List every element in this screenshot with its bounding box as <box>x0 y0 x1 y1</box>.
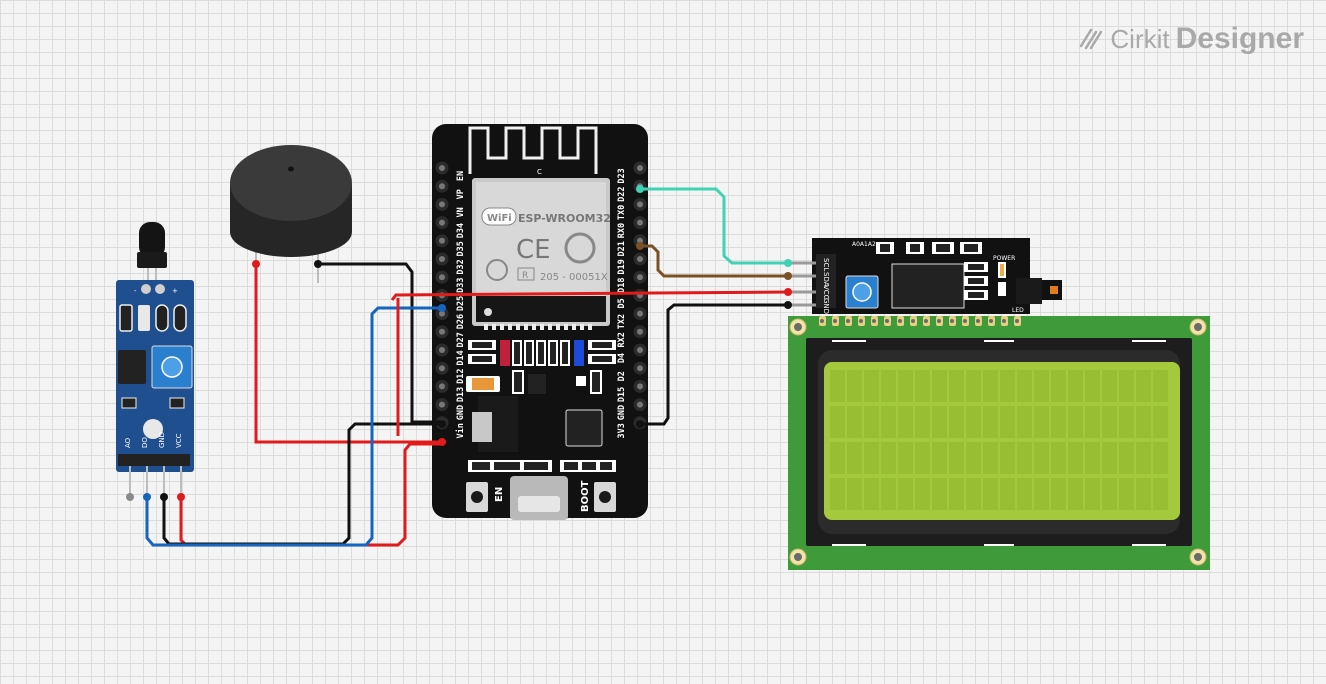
esp32-pin-label-d23: D23 <box>617 168 627 183</box>
r-mark: R <box>522 271 528 281</box>
i2c-pin-label-scl: SCL <box>822 258 830 271</box>
wire-lcd-scl[interactable] <box>640 187 788 265</box>
esp32-pin-label-d33: D33 <box>456 278 466 293</box>
i2c-pin-label-sda: SDA <box>822 272 830 287</box>
espressif-logo <box>564 232 596 264</box>
minus-label: - <box>134 287 137 295</box>
esp32-pin-label-gnd: GND <box>617 405 627 420</box>
antenna-mark: C <box>537 168 542 176</box>
esp32-pin-label-d13: D13 <box>456 387 466 402</box>
esp32-pin-label-d27: D27 <box>456 332 466 347</box>
esp32-pin-label-vp: VP <box>456 189 466 199</box>
esp32-pin-label-d35: D35 <box>456 241 466 256</box>
boot-button[interactable] <box>594 482 616 512</box>
esp32-pin-label-tx0: TX0 <box>617 205 627 220</box>
esp32-pin-label-d19: D19 <box>617 259 627 274</box>
esp32-pin-label-en: EN <box>456 171 466 181</box>
wire-lcd-sda[interactable] <box>640 244 788 278</box>
esp32-pin-label-d34: D34 <box>456 223 466 238</box>
esp32-pin-label-d15: D15 <box>617 387 627 402</box>
backlight-jumper[interactable] <box>1016 278 1042 304</box>
i2c-components <box>876 242 1006 309</box>
address-label: A0A1A2 <box>852 241 876 248</box>
flame-sensor[interactable]: - + AO DO GND VCC <box>116 222 194 497</box>
svg-text:WiFi: WiFi <box>487 213 512 224</box>
esp32-pin-label-rx0: RX0 <box>617 223 627 238</box>
wire-lcd-vcc[interactable] <box>390 290 789 301</box>
wire-buzzer-gnd[interactable] <box>318 262 442 424</box>
lcd-character-grid <box>830 370 1168 510</box>
buzzer-hole <box>288 166 294 172</box>
antenna-trace <box>468 126 598 174</box>
wire-sensor-gnd[interactable] <box>162 422 442 546</box>
sensor-pin-label-do: DO <box>141 437 149 448</box>
sensor-pin-label-gnd: GND <box>158 432 166 448</box>
module-label: ESP-WROOM32 <box>518 212 611 225</box>
esp32-pin-label-d5: D5 <box>617 298 627 308</box>
esp32-pin-label-d26: D26 <box>456 314 466 329</box>
esp32-right-header <box>633 161 647 430</box>
cert-icon <box>486 259 508 281</box>
esp32-pin-label-3v3: 3V3 <box>617 423 627 438</box>
cirkit-designer-brand: Cirkit Designer <box>1078 22 1304 56</box>
plus-label: + <box>172 287 178 295</box>
esp32-pin-label-vin: Vin <box>455 423 466 438</box>
en-button[interactable] <box>466 482 488 512</box>
status-led <box>143 419 163 439</box>
en-button-label: EN <box>494 487 505 502</box>
ir-led <box>139 222 165 258</box>
wire-lcd-gnd[interactable] <box>640 303 788 426</box>
i2c-pin-label-gnd: GND <box>822 298 830 314</box>
esp32-board[interactable]: C WiFi ESP-WROOM32 CE R 205 - 00051X <box>432 124 648 520</box>
cirkit-logo-icon <box>1080 28 1103 50</box>
sensor-pin-label-ao: AO <box>124 437 132 448</box>
i2c-backpack[interactable]: A0A1A2 POWER LED SCL SDA VCC GND <box>812 238 1062 314</box>
wire-sensor-vcc[interactable] <box>179 442 442 547</box>
esp32-pin-label-d4: D4 <box>617 353 627 363</box>
lcd-header-pads <box>819 316 1021 326</box>
esp32-pin-label-d32: D32 <box>456 259 466 274</box>
esp32-pin-label-vn: VN <box>456 207 466 217</box>
esp32-pin-label-d21: D21 <box>617 241 627 256</box>
smd-components <box>466 340 616 472</box>
esp32-pin-label-d12: D12 <box>456 369 466 384</box>
esp32-pin-label-gnd: GND <box>456 405 466 420</box>
i2c-header <box>816 254 836 308</box>
buzzer-top <box>230 145 352 221</box>
esp32-pin-label-d25: D25 <box>456 296 466 311</box>
ce-mark: CE <box>516 235 551 265</box>
power-label: POWER <box>993 255 1015 262</box>
buzzer[interactable] <box>230 145 352 288</box>
led-label: LED <box>1012 307 1024 314</box>
i2c-pin-label-vcc: VCC <box>822 285 830 300</box>
comparator-chip <box>118 350 146 384</box>
wire-buzzer-vin[interactable] <box>254 264 442 444</box>
esp32-pin-label-d14: D14 <box>456 350 466 365</box>
boot-button-label: BOOT <box>580 480 591 512</box>
esp32-pin-label-tx2: TX2 <box>617 314 627 329</box>
brand-name-part2: Designer <box>1175 22 1304 55</box>
lcd-bezel-marks <box>832 340 1166 546</box>
wires <box>126 185 816 547</box>
module-marking: 205 - 00051X <box>540 272 608 283</box>
esp32-pin-label-rx2: RX2 <box>617 332 627 347</box>
wifi-logo <box>481 207 517 226</box>
sensor-pin-label-vcc: VCC <box>175 433 183 448</box>
wire-sensor-do[interactable] <box>145 306 442 547</box>
esp32-pin-label-d22: D22 <box>617 187 627 202</box>
lcd-display[interactable] <box>788 316 1210 570</box>
brand-name-part1: Cirkit <box>1110 24 1170 54</box>
esp32-pin-label-d2: D2 <box>617 371 627 381</box>
esp32-pin-label-d18: D18 <box>617 278 627 293</box>
module-castellations <box>484 324 592 330</box>
sensor-header <box>118 454 190 466</box>
